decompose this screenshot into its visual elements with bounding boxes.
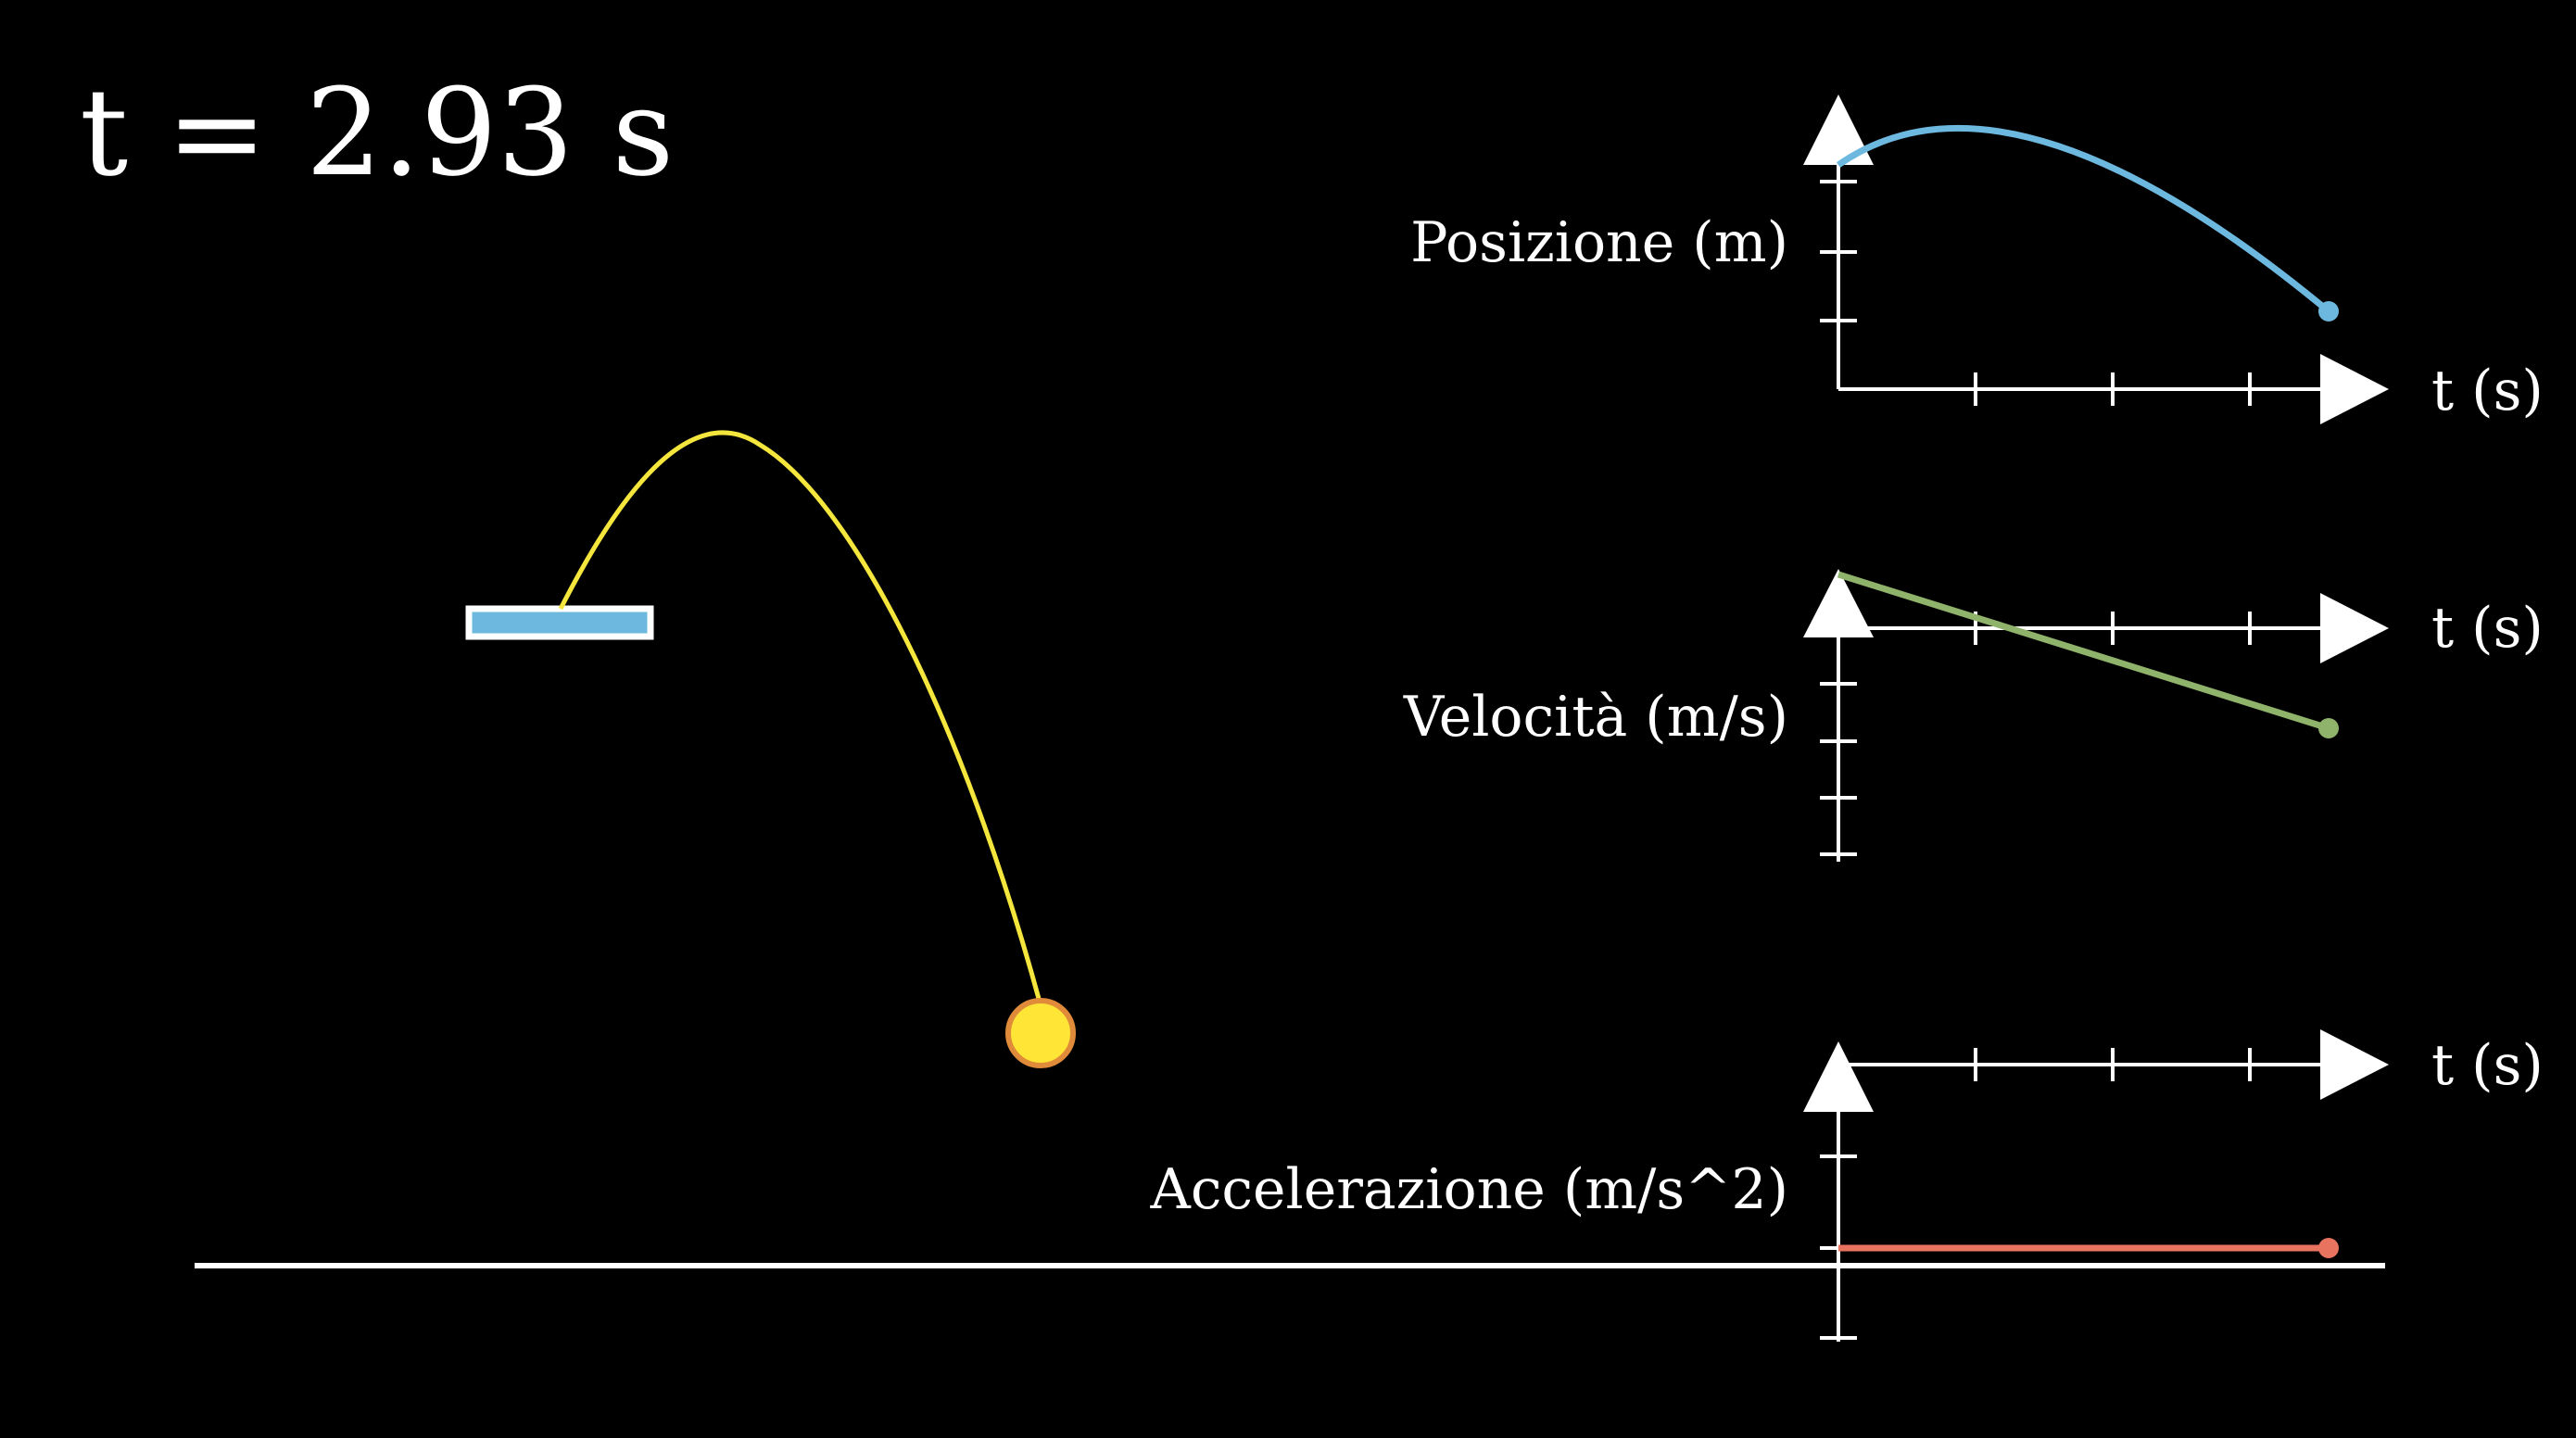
position-curve [1837,124,2331,314]
position-graph: Posizione (m) t (s) [1410,95,2544,424]
position-ticks [1820,180,2252,406]
velocity-x-label: t (s) [2431,596,2544,661]
position-x-arrow [2320,354,2389,424]
velocity-y-arrow [1803,569,1874,637]
acceleration-current-point [2318,1238,2339,1258]
position-y-arrow [1803,95,1874,165]
velocity-y-label: Velocità (m/s) [1403,685,1788,750]
velocity-ticks [1820,612,2252,856]
acceleration-x-label: t (s) [2431,1033,2544,1098]
acceleration-graph: Accelerazione (m/s^2) t (s) [1149,1029,2544,1342]
acceleration-y-label: Accelerazione (m/s^2) [1149,1157,1788,1222]
velocity-graph: Velocità (m/s) t (s) [1403,569,2544,862]
velocity-current-point [2318,718,2339,738]
ball-trajectory [558,430,1043,1006]
acceleration-ticks [1820,1048,2252,1340]
time-readout: t = 2.93 s [80,62,674,203]
position-current-point [2318,301,2339,322]
launch-platform [465,605,654,640]
velocity-curve [1837,571,2330,732]
ball [1005,998,1076,1068]
acceleration-y-arrow [1803,1041,1874,1112]
position-y-label: Posizione (m) [1410,210,1788,275]
velocity-x-arrow [2320,593,2389,663]
acceleration-x-arrow [2320,1029,2389,1100]
position-x-label: t (s) [2431,359,2544,423]
